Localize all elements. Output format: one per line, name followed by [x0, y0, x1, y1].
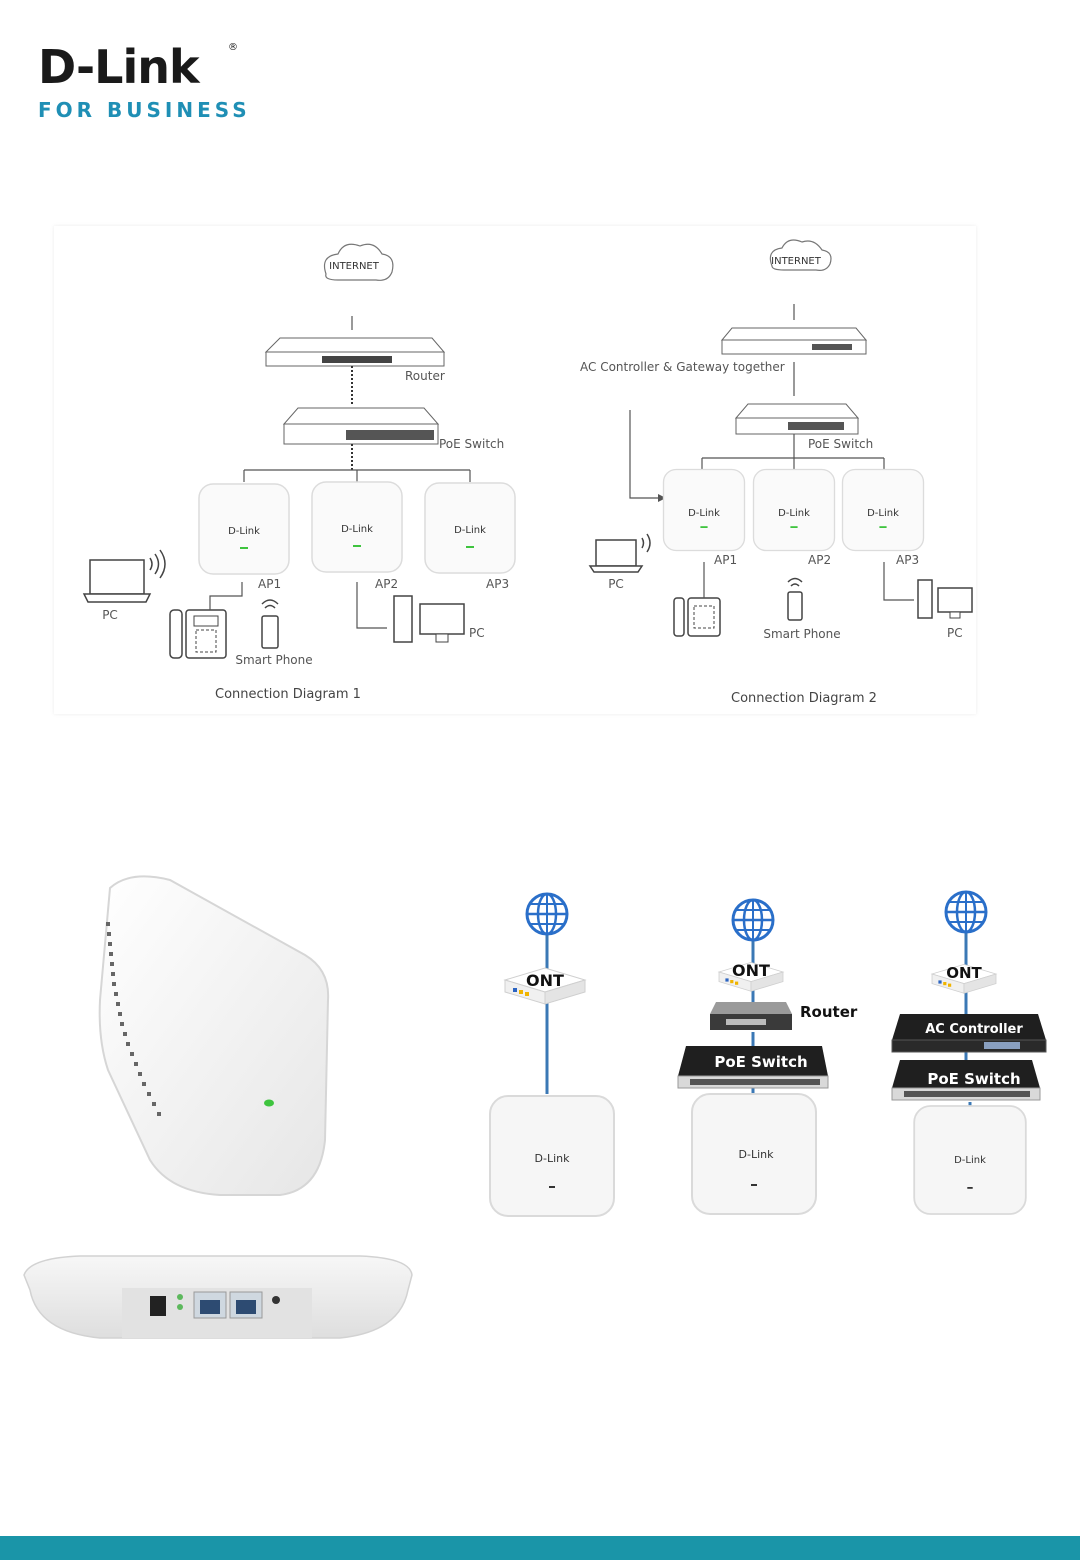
globe-icon-2: [731, 898, 775, 942]
status-led-icon: [264, 1099, 274, 1107]
ap1-brand-2: D-Link: [688, 508, 720, 519]
poe-switch-label-topology-2: PoE Switch: [714, 1053, 807, 1071]
desktop-pc-icon-2: [917, 579, 973, 619]
ap3-label-1: AP3: [486, 577, 509, 591]
smartphone-label-2: Smart Phone: [763, 627, 840, 641]
topology-ont-controller-switch-ap: ONT AC Controller PoE Switch D-Link: [891, 890, 1047, 1215]
pc-label-1b: PC: [469, 626, 485, 640]
ap3-label-2: AP3: [896, 553, 919, 567]
desk-phone-icon-2: [673, 597, 721, 637]
topology-ont-ap: ONT D-Link: [489, 892, 615, 1217]
poe-switch-label-topology-3: PoE Switch: [927, 1070, 1020, 1088]
desk-phone-icon-1: [169, 609, 227, 659]
ont-label-1: ONT: [526, 971, 564, 990]
desktop-pc-icon-1: [393, 595, 465, 643]
ap1-label-2: AP1: [714, 553, 737, 567]
ap3-brand-1: D-Link: [454, 525, 486, 536]
globe-icon-3: [944, 890, 988, 934]
topology-ont-router-switch-ap: ONT Router PoE Switch D-Link: [677, 898, 858, 1215]
ac-controller-device-topology: [891, 1014, 1047, 1053]
ac-controller-label-topology: AC Controller: [925, 1022, 1023, 1037]
laptop-icon-2: [588, 533, 651, 573]
ap2-label-1: AP2: [375, 577, 398, 591]
smartphone-icon-1: [261, 599, 279, 649]
ont-label-2: ONT: [732, 961, 770, 980]
ac-controller-label: AC Controller & Gateway together: [580, 360, 785, 374]
diagram-2-caption: Connection Diagram 2: [731, 691, 877, 706]
ap-brand-topology-2: D-Link: [739, 1148, 775, 1161]
poe-switch-device-topology-3: [891, 1060, 1041, 1101]
topology-illustrations: ONT D-Link ONT Router PoE Switch D-Link: [489, 890, 1047, 1217]
internet-cloud-icon: [323, 243, 394, 281]
pc-label-2a: PC: [608, 577, 624, 591]
router-device-icon: [264, 337, 446, 367]
connection-diagrams: INTERNET Router PoE Switch: [82, 239, 973, 706]
registered-mark: ®: [228, 42, 238, 53]
diagram-1-caption: Connection Diagram 1: [215, 687, 361, 702]
ap-brand-topology-3: D-Link: [954, 1155, 986, 1166]
brand-tagline: FOR BUSINESS: [38, 98, 251, 122]
globe-icon-1: [525, 892, 569, 936]
poe-switch-device-topology-2: [677, 1046, 829, 1089]
brand-wordmark: D-Link: [38, 40, 200, 94]
internet-label-2: INTERNET: [771, 256, 822, 267]
ap3-brand-2: D-Link: [867, 508, 899, 519]
ap1-brand-1: D-Link: [228, 526, 260, 537]
reset-button-icon: [272, 1296, 280, 1304]
diagram-1: INTERNET Router PoE Switch: [82, 243, 516, 702]
poe-switch-label-2: PoE Switch: [808, 437, 873, 451]
poe-switch-label-1: PoE Switch: [439, 437, 504, 451]
ap-product-ports-view: [23, 1255, 413, 1339]
router-device-topology: [710, 1002, 792, 1030]
ap-product-top-view: [98, 875, 330, 1196]
ap1-label-1: AP1: [258, 577, 281, 591]
internet-cloud-icon-2: [769, 239, 832, 271]
poe-switch-icon-2: [734, 403, 860, 435]
smartphone-icon-2: [787, 577, 803, 621]
product-photos: [23, 875, 413, 1339]
ap2-brand-1: D-Link: [341, 524, 373, 535]
ont-label-3: ONT: [946, 964, 982, 982]
smartphone-label-1: Smart Phone: [235, 653, 312, 667]
router-label-topology: Router: [800, 1003, 858, 1021]
poe-switch-icon-1: [282, 407, 440, 445]
pc-label-2b: PC: [947, 626, 963, 640]
dc-power-port-icon: [150, 1296, 166, 1316]
laptop-icon-1: [82, 549, 166, 603]
ac-controller-gateway-icon: [720, 327, 868, 355]
internet-label-1: INTERNET: [329, 261, 380, 272]
pc-label-1a: PC: [102, 608, 118, 622]
ap-brand-topology-1: D-Link: [535, 1152, 571, 1165]
ap2-brand-2: D-Link: [778, 508, 810, 519]
footer-bar: [0, 1536, 1080, 1560]
diagram-2: INTERNET AC Controller & Gateway togethe…: [580, 239, 973, 706]
connection-diagrams-panel: INTERNET Router PoE Switch: [54, 226, 976, 714]
router-label-1: Router: [405, 369, 445, 383]
brand-logo: D-Link ® FOR BUSINESS: [38, 40, 258, 130]
ap2-label-2: AP2: [808, 553, 831, 567]
